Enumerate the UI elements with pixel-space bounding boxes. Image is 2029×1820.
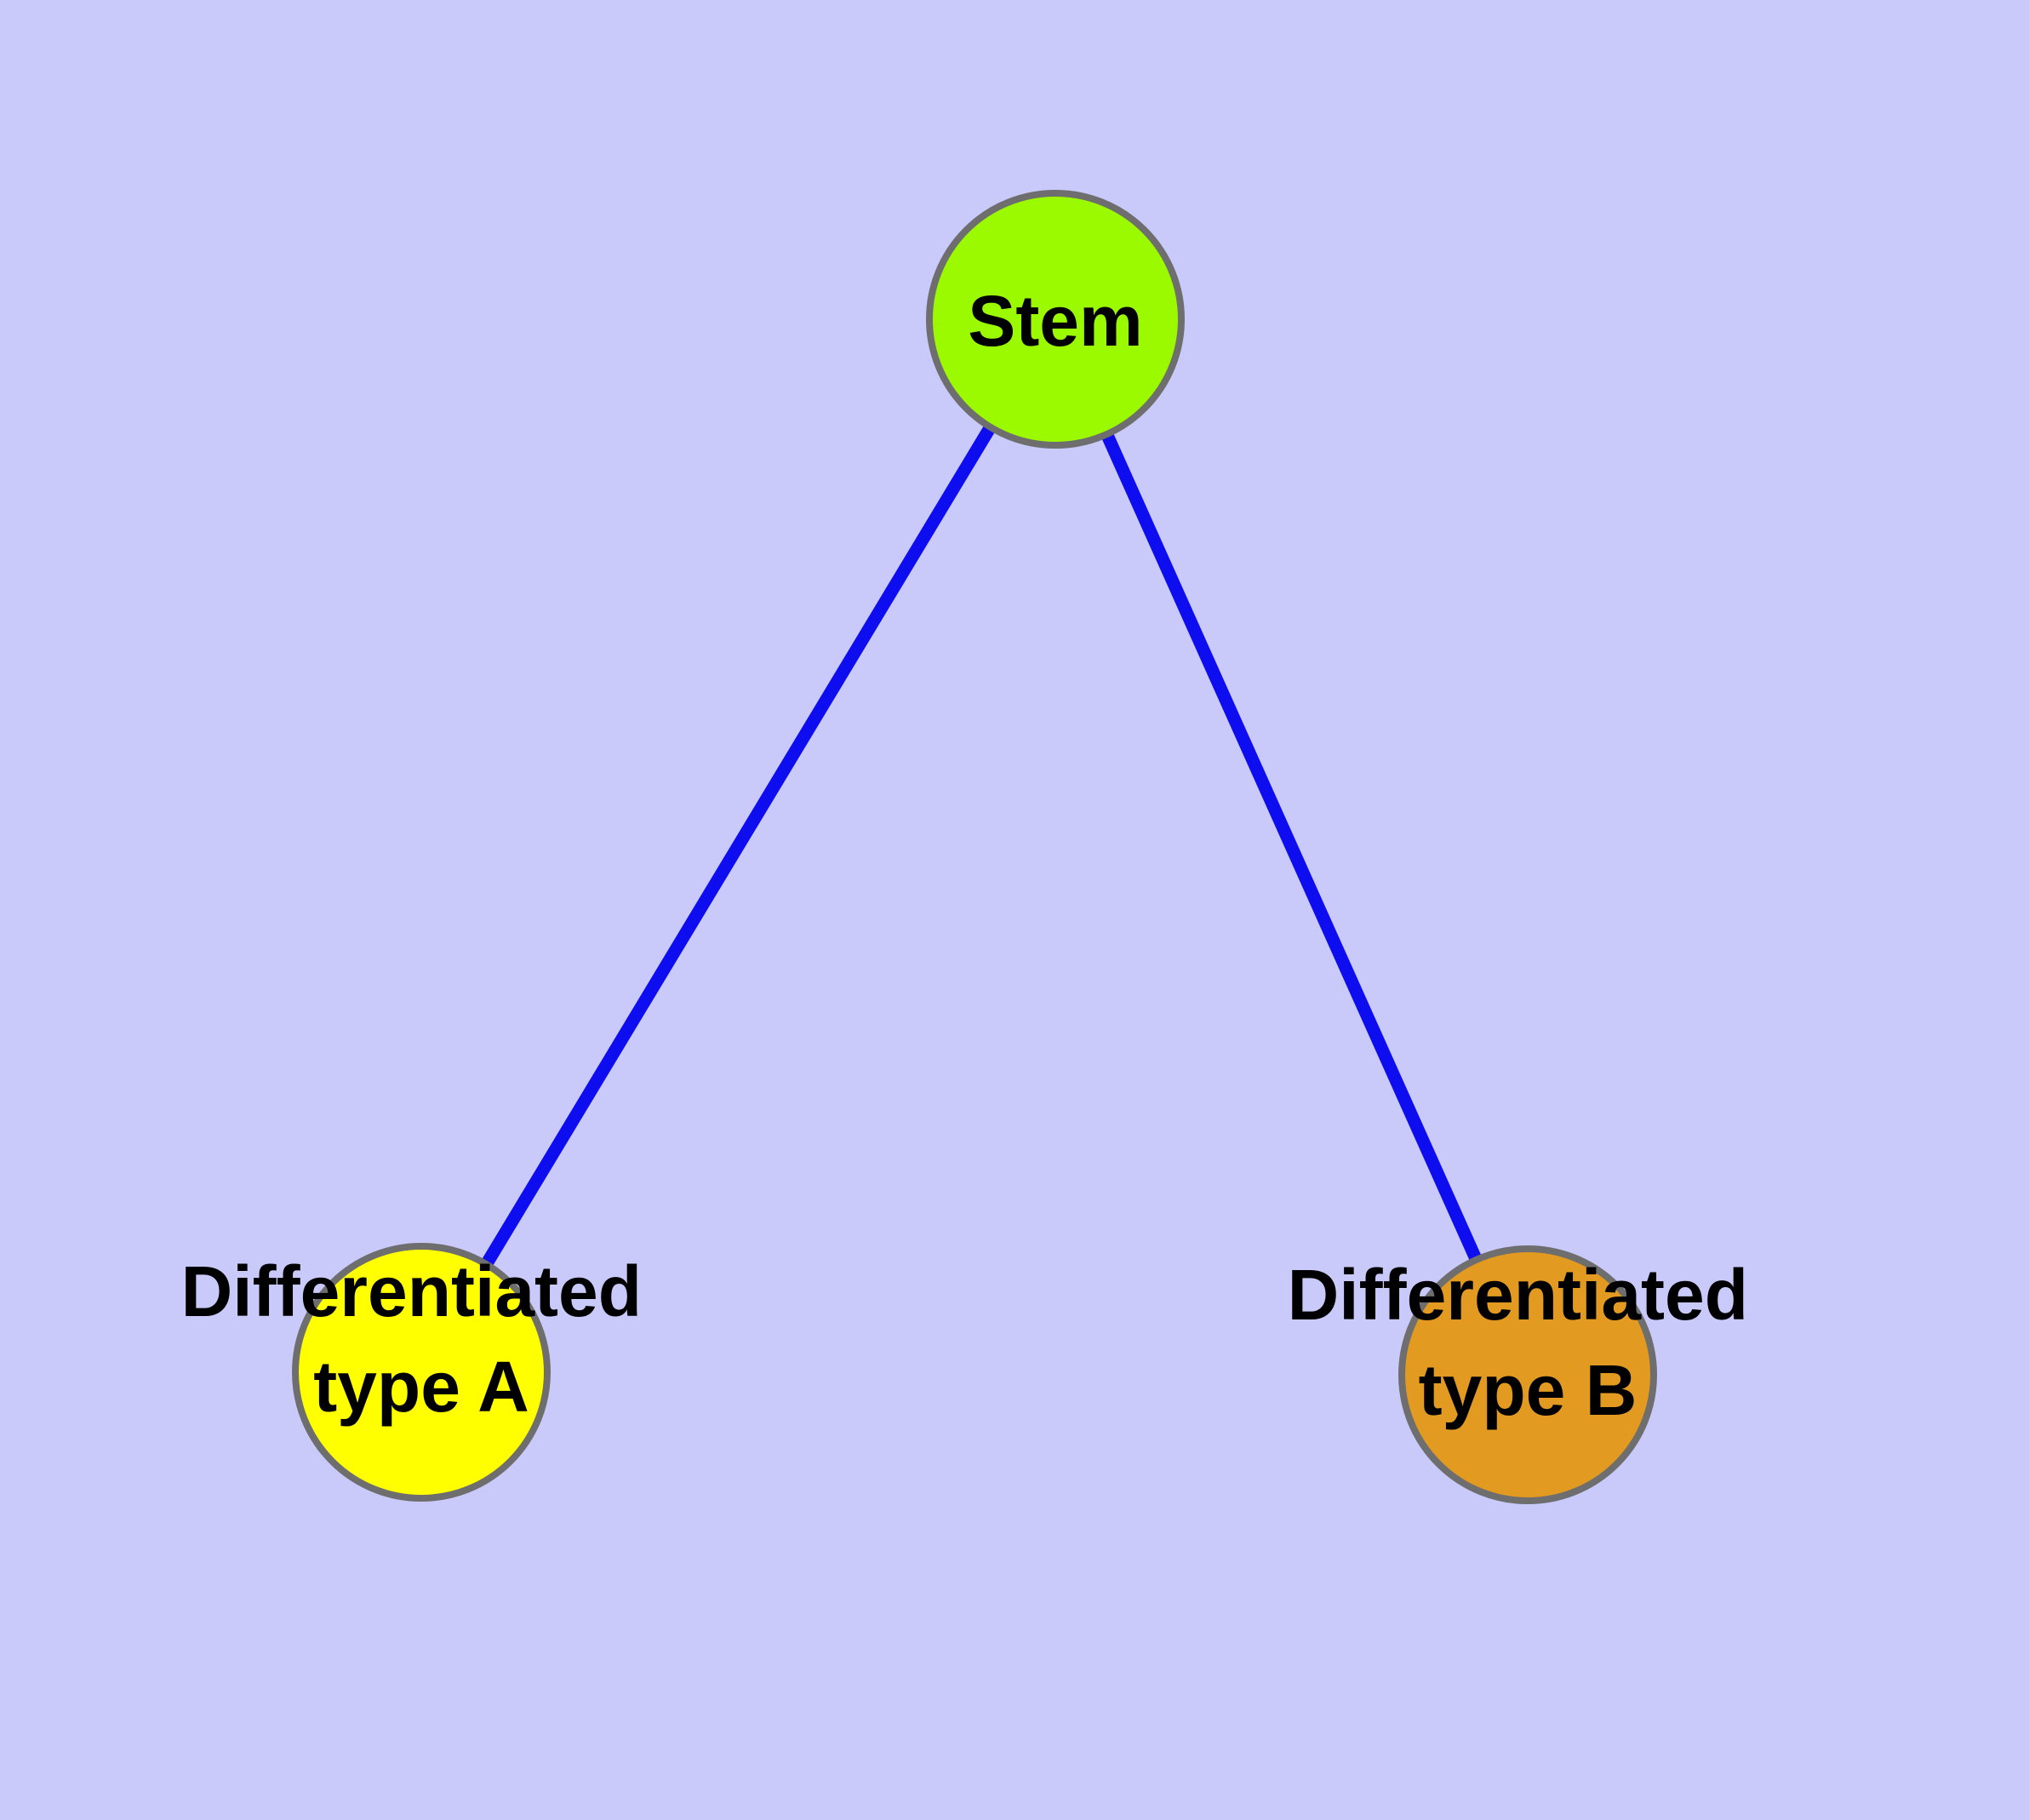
node-stem xyxy=(926,190,1185,449)
node-differentiated-type-b xyxy=(1398,1245,1657,1504)
node-type-b-label: Differentiated type B xyxy=(1288,1255,1769,1430)
node-type-a-label-line1: Differentiated xyxy=(181,1251,642,1331)
node-type-a-label-line2: type A xyxy=(313,1347,529,1427)
node-stem-label: Stem xyxy=(968,281,1142,361)
edge-stem-to-type-a xyxy=(415,316,1061,1376)
node-type-b-label-line2: type B xyxy=(1419,1350,1637,1430)
node-type-a-label: Differentiated type A xyxy=(181,1251,662,1427)
edge-stem-to-type-b xyxy=(1049,316,1534,1378)
node-type-b-label-line1: Differentiated xyxy=(1288,1255,1748,1335)
node-differentiated-type-a xyxy=(292,1243,551,1502)
